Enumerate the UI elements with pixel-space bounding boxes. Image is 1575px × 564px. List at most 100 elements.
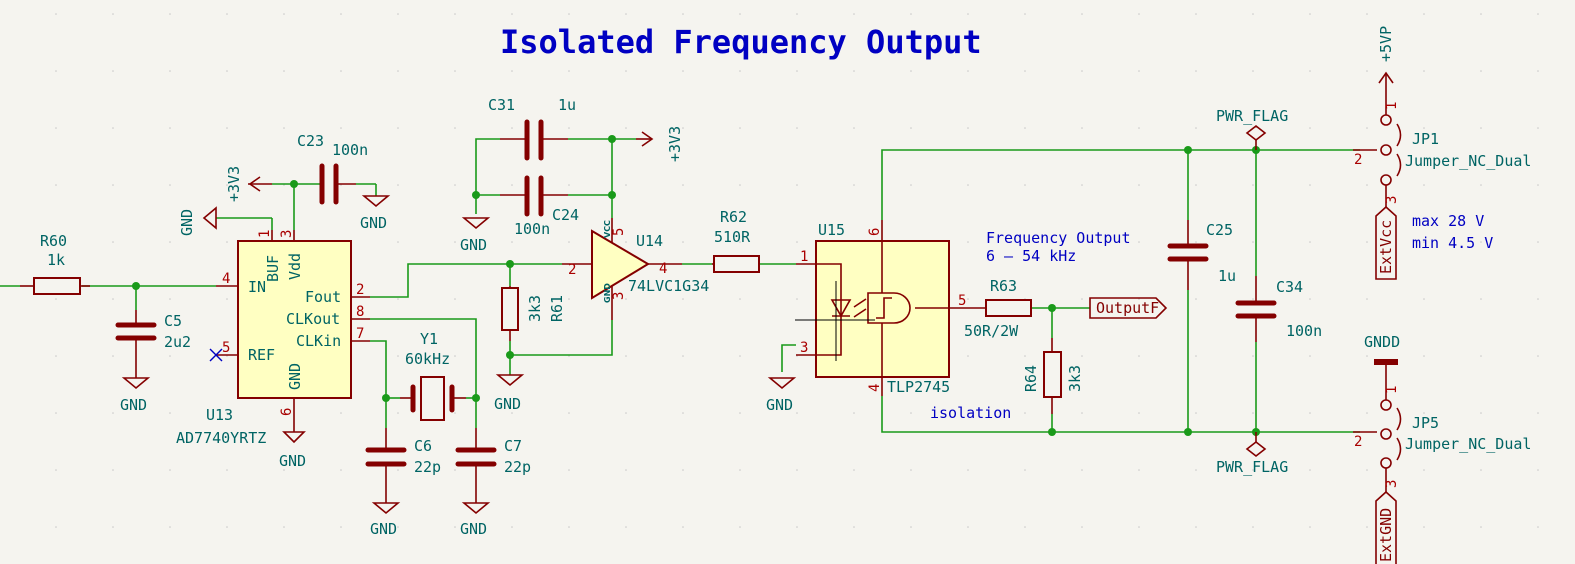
svg-text:+3V3: +3V3 <box>225 166 243 202</box>
pin-number: 3 <box>279 230 295 238</box>
jumper-jp5[interactable]: 2 1 3 JP5 Jumper_NC_Dual <box>1353 362 1531 492</box>
pin-number: 3 <box>800 340 808 356</box>
power-3v3-symbol: +3V3 <box>225 166 272 202</box>
capacitor-c24[interactable]: C24 100n <box>500 175 579 238</box>
extgnd-label[interactable]: ExtGND <box>1375 490 1397 564</box>
c24-value: 100n <box>514 220 550 238</box>
capacitor-c23[interactable]: C23 100n <box>297 132 368 205</box>
svg-text:GND: GND <box>370 520 397 538</box>
resistor-r62[interactable]: R62 510R <box>712 208 760 273</box>
svg-text:GND: GND <box>494 395 521 413</box>
output-label[interactable]: OutputF <box>1089 297 1168 319</box>
pin-number: 6 <box>279 408 295 416</box>
y1-value: 60kHz <box>405 350 450 368</box>
sheet-title: Isolated Frequency Output <box>500 23 982 61</box>
svg-text:GND: GND <box>360 214 387 232</box>
pin-name: CLKin <box>296 332 341 350</box>
gnd-symbol: GND <box>279 431 306 470</box>
capacitor-c5[interactable]: C5 2u2 <box>115 310 191 378</box>
gnd-symbol: GND <box>120 377 151 414</box>
gnd-symbol: GND <box>360 195 391 232</box>
c5-value: 2u2 <box>164 333 191 351</box>
c7-value: 22p <box>504 458 531 476</box>
pin-number: 1 <box>257 230 273 238</box>
c6-value: 22p <box>414 458 441 476</box>
svg-text:+5VP: +5VP <box>1377 26 1395 62</box>
r61-ref: R61 <box>548 295 566 322</box>
pin-name: IN <box>248 278 266 296</box>
svg-text:GND: GND <box>178 209 196 236</box>
junctions <box>132 135 1260 436</box>
svg-text:GNDD: GNDD <box>1364 333 1400 351</box>
c24-ref: C24 <box>552 206 579 224</box>
gnd-symbol: GND <box>370 502 401 538</box>
c34-ref: C34 <box>1276 278 1303 296</box>
c31-value: 1u <box>558 96 576 114</box>
u13-ref: U13 <box>206 406 233 424</box>
extgnd-label-text: ExtGND <box>1377 508 1395 562</box>
resistor-r64[interactable]: R64 3k3 <box>1022 338 1084 414</box>
buffer-u14[interactable]: 2 4 5 3 VCC GND U14 74LVC1G34 <box>562 218 709 320</box>
grid-dots <box>55 13 1539 528</box>
c6-ref: C6 <box>414 437 432 455</box>
power-3v3-symbol: +3V3 <box>636 126 684 162</box>
pin-number: 2 <box>568 262 576 278</box>
u15-value: TLP2745 <box>887 378 950 396</box>
c31-ref: C31 <box>488 96 515 114</box>
resistor-r63[interactable]: R63 50R/2W <box>964 277 1032 340</box>
pin-number: 3 <box>611 292 627 300</box>
resistor-r60[interactable]: R60 1k <box>20 232 90 295</box>
r61-value: 3k3 <box>526 295 544 322</box>
pin-name: CLKout <box>286 310 340 328</box>
r62-value: 510R <box>714 228 751 246</box>
pin-name: Fout <box>305 288 341 306</box>
pin-number: 7 <box>356 326 364 342</box>
pin-number: 1 <box>800 249 808 265</box>
pin-name: GND <box>286 363 304 390</box>
extvcc-label[interactable]: ExtVcc <box>1375 205 1397 280</box>
c5-ref: C5 <box>164 312 182 330</box>
pin-number: 4 <box>222 271 230 287</box>
capacitor-c25[interactable]: C25 1u <box>1167 220 1236 290</box>
pin-number: 2 <box>1354 434 1362 450</box>
gnd-symbol: GND <box>178 206 217 236</box>
crystal-y1[interactable]: Y1 60kHz <box>400 330 466 421</box>
gnd-symbol: GND <box>460 217 491 254</box>
c25-value: 1u <box>1218 267 1236 285</box>
optocoupler-u15[interactable]: 1 3 6 5 4 U15 TLP2745 <box>795 220 986 396</box>
r63-value: 50R/2W <box>964 322 1019 340</box>
c34-value: 100n <box>1286 322 1322 340</box>
c23-ref: C23 <box>297 132 324 150</box>
resistor-r61[interactable]: 3k3 R61 <box>501 286 566 341</box>
pwr-flag-top: PWR_FLAG <box>1216 107 1288 150</box>
gndd-symbol: GNDD <box>1364 333 1400 365</box>
pin-number: 3 <box>1384 480 1400 488</box>
ic-u13[interactable]: 4 5 2 8 7 1 3 6 IN REF Fout CLKout CLKin… <box>176 230 370 447</box>
svg-text:GND: GND <box>460 520 487 538</box>
jumper-jp1[interactable]: 2 1 3 JP1 Jumper_NC_Dual <box>1353 73 1531 207</box>
gnd-symbol: GND <box>766 377 797 414</box>
r64-ref: R64 <box>1022 365 1040 392</box>
pin-name: Vdd <box>286 253 304 280</box>
pin-name: BUF <box>264 255 282 282</box>
jp1-value: Jumper_NC_Dual <box>1405 152 1531 170</box>
pin-number: 1 <box>1384 386 1400 394</box>
capacitor-c31[interactable]: C31 1u <box>488 96 576 161</box>
jp1-ref: JP1 <box>1412 130 1439 148</box>
svg-text:PWR_FLAG: PWR_FLAG <box>1216 107 1288 125</box>
pin-number: 5 <box>958 293 966 309</box>
capacitor-c7[interactable]: C7 22p <box>455 428 531 503</box>
capacitor-c6[interactable]: C6 22p <box>365 428 441 503</box>
u13-value: AD7740YRTZ <box>176 429 266 447</box>
note-max-voltage: max 28 V <box>1412 212 1484 230</box>
r63-ref: R63 <box>990 277 1017 295</box>
svg-text:GND: GND <box>766 396 793 414</box>
u14-value: 74LVC1G34 <box>628 277 709 295</box>
c7-ref: C7 <box>504 437 522 455</box>
pin-number: 6 <box>867 228 883 236</box>
capacitor-c34[interactable]: C34 100n <box>1235 276 1322 342</box>
pin-name: VCC <box>603 220 612 238</box>
r64-value: 3k3 <box>1066 365 1084 392</box>
u15-ref: U15 <box>818 221 845 239</box>
